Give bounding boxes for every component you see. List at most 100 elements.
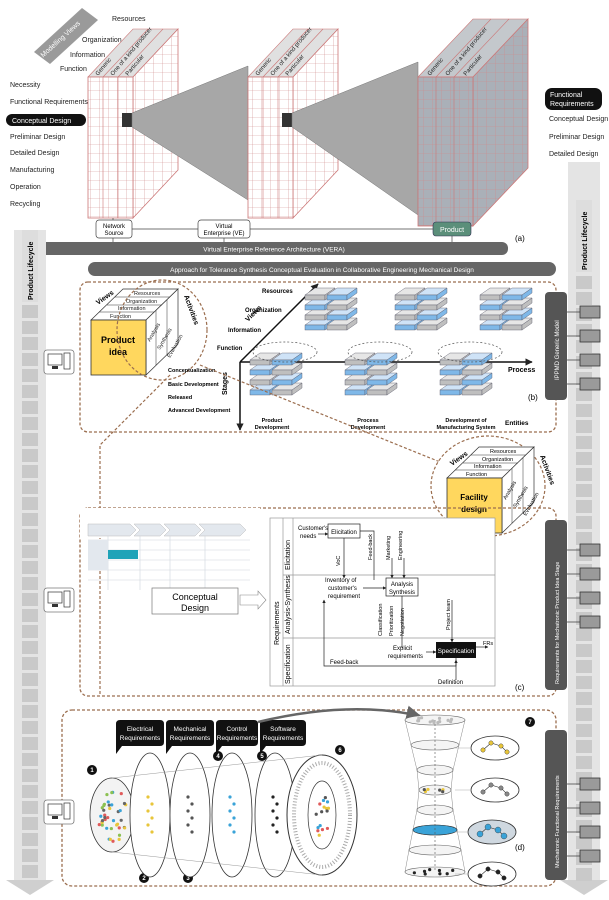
requirement-set-integrated xyxy=(286,754,358,876)
lifecycle-left-necessity: Necessity xyxy=(10,82,41,89)
pc-project-team: Project team xyxy=(446,599,452,630)
requirement-dot xyxy=(422,787,426,792)
pd-tag-control-2: Requirements xyxy=(217,735,258,742)
lifecycle-right-functional-2: Requirements xyxy=(550,101,594,108)
requirement-cluster xyxy=(455,735,520,761)
pb-stage-basic: Basic Development xyxy=(168,382,219,388)
requirement-dot xyxy=(428,720,432,724)
left-product-lifecycle: Product Lifecycle xyxy=(28,242,35,300)
pb-stage-advanced: Advanced Development xyxy=(168,408,231,414)
requirement-dot xyxy=(419,716,424,720)
pc-phase-analysis: Analysis-Synthesis xyxy=(285,575,292,634)
entity-stack xyxy=(394,287,448,331)
lifecycle-cell xyxy=(576,580,592,593)
requirement-dot xyxy=(107,803,111,807)
pd-tag-control-1: Control xyxy=(227,726,249,733)
lifecycle-cell xyxy=(22,577,38,590)
pc-analysis-2: Synthesis xyxy=(389,590,415,596)
requirement-dot xyxy=(451,868,455,872)
lifecycle-cell xyxy=(576,532,592,545)
pc-elicitation: Elicitation xyxy=(331,530,357,536)
requirement-sets xyxy=(89,752,358,878)
pd-num-7: 7 xyxy=(528,720,532,726)
pc-customers-1: Customer's xyxy=(298,526,328,532)
label-b: (b) xyxy=(528,393,538,402)
panel-a: Modelling Views Resources Organization I… xyxy=(6,8,608,276)
requirement-dot xyxy=(100,823,104,827)
requirement-dot xyxy=(111,819,116,823)
pc-inventory-3: requirement xyxy=(328,594,360,600)
lifecycle-cell xyxy=(576,708,592,721)
lifecycle-cell xyxy=(576,500,592,513)
approach-bar xyxy=(88,262,556,276)
pb-axis-function: Function xyxy=(217,346,243,352)
requirement-dot xyxy=(186,795,190,799)
vera-bar xyxy=(40,242,508,255)
right-product-lifecycle: Product Lifecycle xyxy=(582,212,589,270)
view-label-resources: Resources xyxy=(112,16,146,23)
lifecycle-cell xyxy=(22,833,38,846)
pc-negotiation: Negotiation xyxy=(400,608,406,636)
requirement-dot xyxy=(317,833,321,837)
pd-num-1: 1 xyxy=(90,768,94,774)
requirement-dot xyxy=(437,716,442,720)
pb-entity-process-2: Development xyxy=(351,425,386,431)
fd-cube-resources: Resources xyxy=(490,449,517,455)
requirement-dot xyxy=(146,795,150,799)
lifecycle-cell xyxy=(22,417,38,430)
lifecycle-cell xyxy=(576,292,592,305)
lifecycle-cell xyxy=(576,468,592,481)
pd-tag-electrical-1: Electrical xyxy=(127,726,154,733)
fd-cube-information: Information xyxy=(474,464,502,470)
requirement-dot xyxy=(232,816,236,820)
lifecycle-cell xyxy=(22,385,38,398)
pb-axis-resources: Resources xyxy=(262,289,293,295)
lifecycle-cell xyxy=(576,484,592,497)
requirement-dot xyxy=(123,826,127,830)
requirement-cluster xyxy=(455,819,517,845)
label-c: (c) xyxy=(515,683,525,692)
requirement-dot xyxy=(417,717,421,721)
pb-entities-title: Entities xyxy=(505,420,529,427)
requirement-dot xyxy=(325,809,329,813)
requirement-set xyxy=(211,752,253,878)
lifecycle-cell xyxy=(22,465,38,478)
pd-tag-mechanical-2: Requirements xyxy=(170,735,211,742)
requirement-dot xyxy=(485,866,491,872)
pd-num-4: 4 xyxy=(216,754,220,760)
requirement-dot xyxy=(190,816,194,820)
pc-inventory-1: Inventory of xyxy=(325,578,357,584)
lifecycle-left-functional-req: Functional Requirements xyxy=(10,99,88,106)
pc-marketing: Marketing xyxy=(386,536,392,560)
requirement-dot xyxy=(488,740,494,746)
network-source-1: Network xyxy=(103,224,126,230)
pd-side-label: Mechatronic Functional Requirements xyxy=(555,775,561,868)
lifecycle-left-manufacturing: Manufacturing xyxy=(10,167,54,174)
specification-box xyxy=(436,642,476,658)
lifecycle-cell xyxy=(22,849,38,862)
requirement-dot xyxy=(232,830,236,834)
lifecycle-cell xyxy=(22,801,38,814)
requirement-dot xyxy=(232,802,236,806)
pc-side-label: Requirements for Mechatronic Product Ide… xyxy=(555,562,561,684)
lifecycle-cell xyxy=(576,724,592,737)
product-label: Product xyxy=(440,227,464,234)
pb-product-idea-2: idea xyxy=(109,347,128,357)
requirement-dot xyxy=(271,795,275,799)
lifecycle-right-preliminar: Preliminar Design xyxy=(549,134,604,141)
pc-phase-specification: Specification xyxy=(285,644,292,684)
lifecycle-cell xyxy=(576,788,592,801)
pc-analysis-1: Analysis xyxy=(391,582,413,588)
vera-block-product xyxy=(417,17,529,228)
requirement-dot xyxy=(100,806,104,810)
pb-stage-released: Released xyxy=(168,395,192,401)
requirement-dot xyxy=(449,717,454,721)
requirement-dot xyxy=(432,721,436,725)
lifecycle-cell xyxy=(576,420,592,433)
requirement-dot xyxy=(103,813,107,817)
lifecycle-left-preliminar: Preliminar Design xyxy=(10,134,65,141)
requirement-dot xyxy=(480,789,486,795)
requirement-dot xyxy=(320,828,325,832)
requirement-dot xyxy=(501,875,507,881)
requirement-dot xyxy=(117,833,122,837)
